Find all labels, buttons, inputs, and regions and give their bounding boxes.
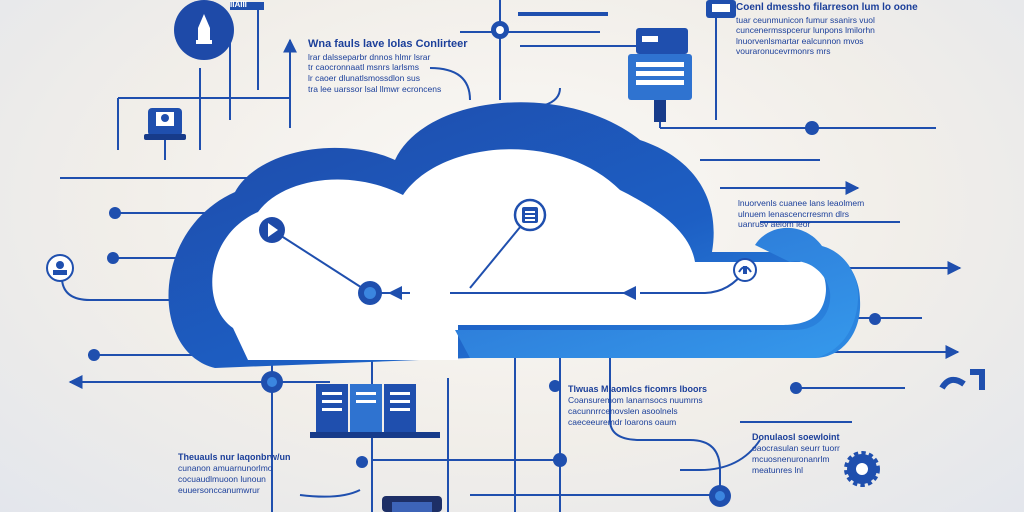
recycle-icon bbox=[939, 369, 985, 390]
right-mid-line: ulnuem lenascencrresmn dlrs bbox=[738, 208, 850, 219]
right-mid-line: uanrusv aelom leor bbox=[738, 219, 811, 230]
top-right-block: Coenl dmessho filarreson lum lo oone tua… bbox=[736, 2, 918, 57]
mid-top-title: Wna fauls lave lolas Conlirteer bbox=[308, 38, 468, 50]
flow-arrow-left bbox=[388, 286, 402, 300]
mid-top-line: tra lee uarssor lsal llmwr ecroncens bbox=[308, 83, 442, 94]
mid-top-line: lrar dalsseparbr dnnos hlmr lsrar bbox=[308, 51, 431, 62]
laptop-icon bbox=[46, 254, 74, 282]
bottom-left-block: Theuauls nur Iaqonbrw/un cunanon amuarnu… bbox=[178, 452, 291, 495]
bottom-right-title: Donulaosl soewloint bbox=[752, 432, 840, 442]
top-right-title: Coenl dmessho filarreson lum lo oone bbox=[736, 2, 918, 13]
rocket-icon bbox=[174, 0, 234, 60]
cloud-sync-icon bbox=[733, 258, 757, 282]
printer-icon bbox=[628, 28, 692, 122]
flow-lines bbox=[271, 214, 746, 294]
bottom-left-line: cocuaudlmuoon lunoun bbox=[178, 473, 266, 484]
bottom-center-block: Tlwuas Mlaomlcs ficomrs lboors Coansurem… bbox=[568, 384, 707, 427]
bottom-right-line: mcuosnenuronanrlm bbox=[752, 453, 830, 464]
base-platform bbox=[382, 496, 442, 512]
right-mid-block: lnuorvenls cuanee lans leaolmem ulnuem l… bbox=[738, 198, 864, 230]
document-icon bbox=[513, 198, 547, 232]
server-rack-icon bbox=[706, 0, 736, 18]
decorative-text-bars bbox=[230, 2, 608, 16]
bottom-right-block: Donulaosl soewloint oaocrasulan seurr tu… bbox=[752, 432, 840, 475]
bottom-left-line: cunanon amuarnunorlmo bbox=[178, 463, 273, 474]
bottom-center-line: caeceeuremdr loarons oaum bbox=[568, 416, 677, 427]
top-right-line: lnuorvenlsmartar ealcunnon mvos bbox=[736, 35, 864, 46]
bottom-center-line: Coansuremom lanarnsocs nuumrns bbox=[568, 395, 703, 406]
bottom-center-line: cacunnrrcenovslen asoolnels bbox=[568, 405, 678, 416]
top-left-tag: IIAIII bbox=[230, 0, 247, 9]
mid-top-line: lr caoer dlunatlsmossdlon sus bbox=[308, 73, 420, 83]
mid-top-line: tr caocronnaatl msnrs larlsms bbox=[308, 62, 420, 73]
top-right-line: vouraronucevrmonrs mrs bbox=[736, 46, 831, 57]
gear-icon bbox=[844, 451, 880, 487]
bottom-center-title: Tlwuas Mlaomlcs ficomrs lboors bbox=[568, 384, 708, 394]
bottom-right-line: oaocrasulan seurr tuorr bbox=[752, 443, 840, 454]
right-mid-line: lnuorvenls cuanee lans leaolmem bbox=[738, 198, 865, 208]
bottom-right-line: meatunres lnl bbox=[752, 464, 804, 475]
play-icon bbox=[259, 217, 285, 243]
top-right-line: tuar ceunmunicon fumur ssanirs vuol bbox=[736, 14, 875, 25]
file-cabinet-icon bbox=[310, 384, 440, 438]
flow-arrow-right bbox=[622, 286, 636, 300]
mid-top-block: Wna fauls lave lolas Conlirteer lrar dal… bbox=[308, 38, 468, 94]
bottom-left-title: Theuauls nur Iaqonbrw/un bbox=[178, 452, 291, 462]
top-right-line: cuncenermsspcerur lunpons lmilorhn bbox=[736, 25, 875, 36]
bottom-left-line: euuersonccanumwrur bbox=[178, 484, 260, 495]
user-icon bbox=[144, 108, 186, 140]
